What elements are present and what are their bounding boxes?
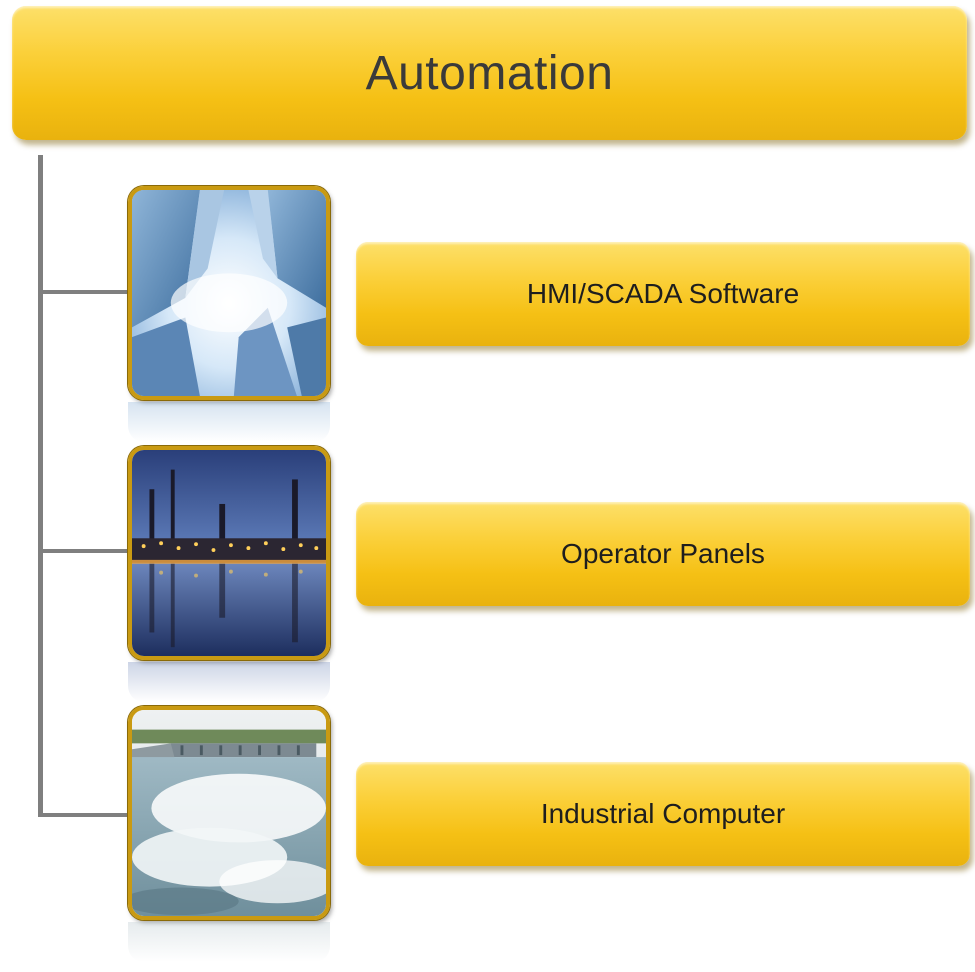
tree-branch-3: [38, 813, 128, 817]
skyscrapers-reflection: [128, 402, 330, 442]
item-label-industrial-computer: Industrial Computer: [540, 798, 786, 829]
refinery-reflection: [128, 662, 330, 702]
item-3-image-wrap: [128, 706, 330, 962]
tree-vertical-line: [38, 155, 43, 817]
item-label-operator-panels: Operator Panels: [561, 538, 765, 569]
item-box-operator-panels: Operator Panels: [356, 502, 970, 606]
item-label-hmi-scada: HMI/SCADA Software: [526, 278, 800, 309]
dam-reflection: [128, 922, 330, 962]
tree-branch-2: [38, 549, 128, 553]
skyscrapers-image: [128, 186, 330, 400]
header-title: Automation: [365, 46, 614, 100]
header-box: Automation: [12, 6, 967, 140]
item-1-image-wrap: [128, 186, 330, 442]
item-box-hmi-scada: HMI/SCADA Software: [356, 242, 970, 346]
item-box-industrial-computer: Industrial Computer: [356, 762, 970, 866]
item-2-image-wrap: [128, 446, 330, 702]
dam-image: [128, 706, 330, 920]
tree-branch-1: [38, 290, 128, 294]
refinery-image: [128, 446, 330, 660]
